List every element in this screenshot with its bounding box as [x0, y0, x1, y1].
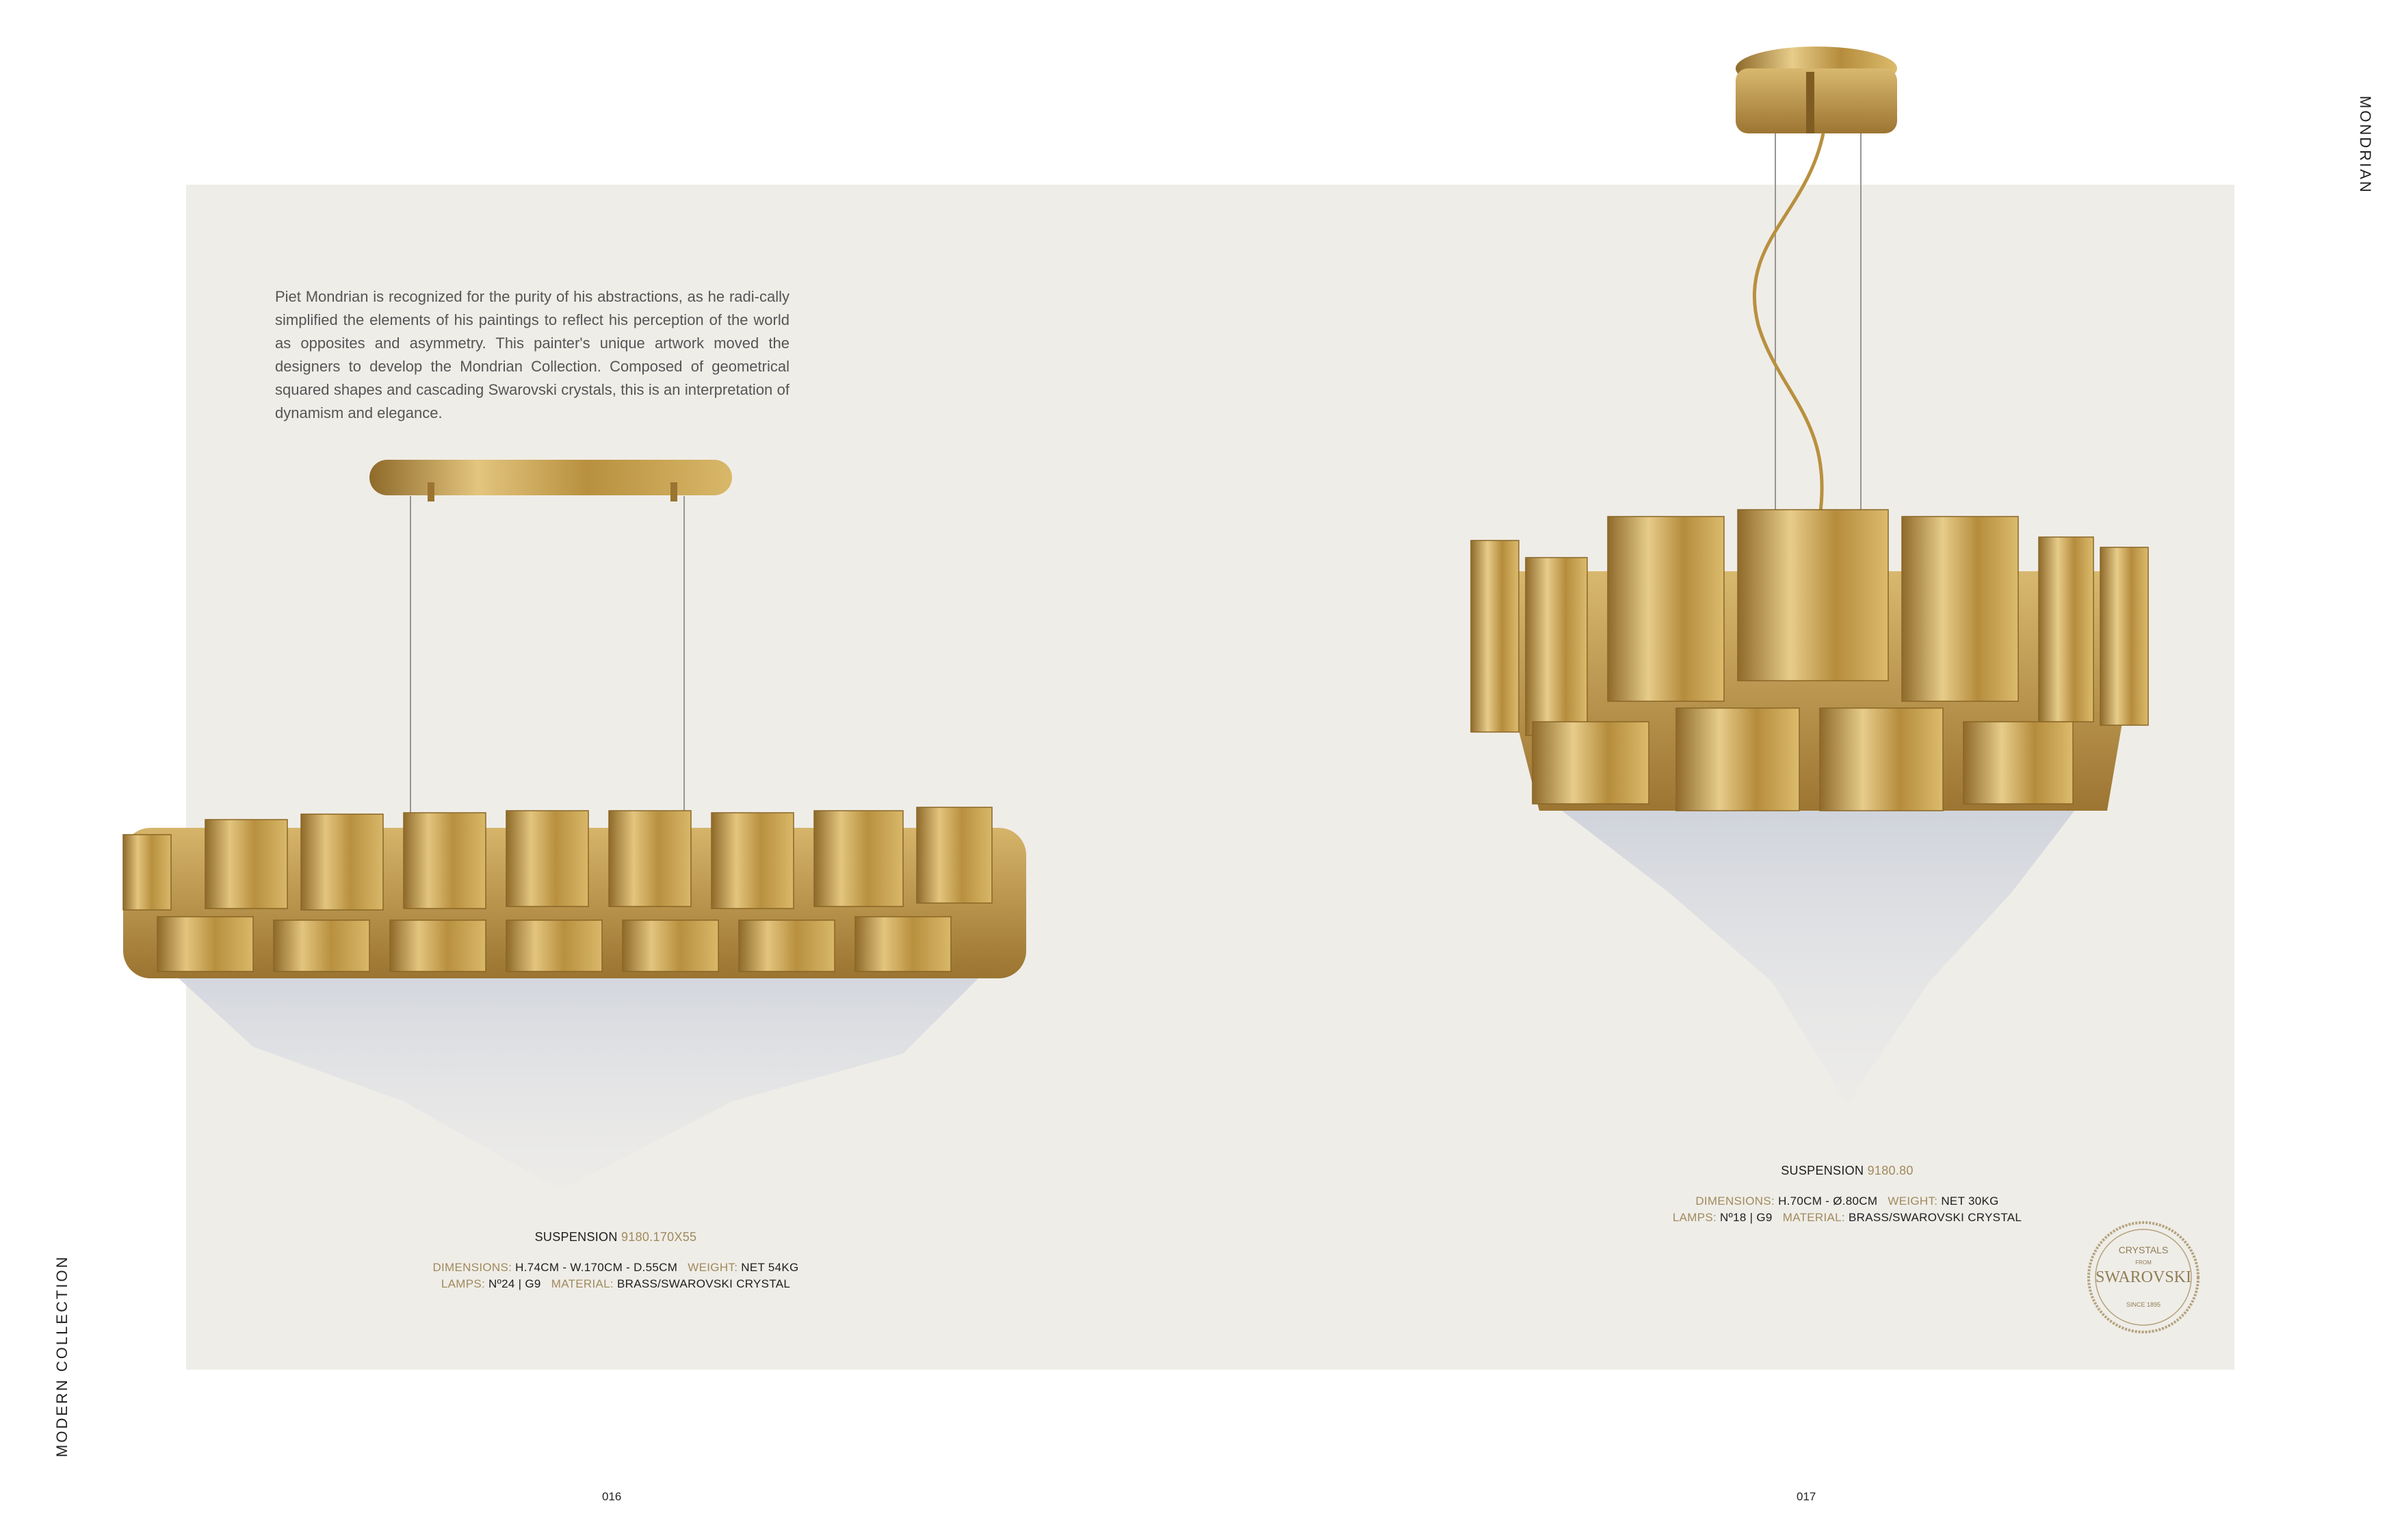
swarovski-crystals-badge-icon: CRYSTALS FROM SWAROVSKI SINCE 1895 [2087, 1221, 2199, 1333]
product-title-left: SUSPENSION 9180.170X55 [356, 1230, 876, 1244]
dimensions-value: H.74CM - W.170CM - D.55CM [515, 1261, 678, 1274]
spec-line-1: DIMENSIONS: H.70CM - Ø.80CM WEIGHT: NET … [1587, 1193, 2107, 1210]
lamps-value: Nº18 | G9 [1720, 1211, 1773, 1224]
product-code: 9180.170X55 [621, 1230, 697, 1244]
lamps-label: LAMPS: [441, 1277, 486, 1290]
spec-line-1: DIMENSIONS: H.74CM - W.170CM - D.55CM WE… [356, 1260, 876, 1276]
weight-label: WEIGHT: [1888, 1195, 1938, 1208]
badge-from-text: FROM [2135, 1260, 2152, 1266]
page-number-left: 016 [602, 1490, 622, 1503]
product-caption-left: SUSPENSION 9180.170X55 DIMENSIONS: H.74C… [356, 1230, 876, 1292]
intro-paragraph: Piet Mondrian is recognized for the puri… [275, 288, 789, 421]
weight-value: NET 54KG [741, 1261, 799, 1274]
product-code: 9180.80 [1867, 1164, 1914, 1177]
material-value: BRASS/SWAROVSKI CRYSTAL [1848, 1211, 2022, 1224]
dimensions-label: DIMENSIONS: [432, 1261, 512, 1274]
spec-line-2: LAMPS: Nº18 | G9 MATERIAL: BRASS/SWAROVS… [1587, 1210, 2107, 1226]
round-chandelier-image [1470, 47, 2149, 1105]
lamps-value: Nº24 | G9 [488, 1277, 541, 1290]
spec-line-2: LAMPS: Nº24 | G9 MATERIAL: BRASS/SWAROVS… [356, 1276, 876, 1292]
collection-name-vertical: MONDRIAN [2357, 96, 2374, 194]
lamps-label: LAMPS: [1672, 1211, 1717, 1224]
product-type: SUSPENSION [534, 1230, 618, 1244]
badge-since-text: SINCE 1895 [2126, 1301, 2161, 1308]
material-value: BRASS/SWAROVSKI CRYSTAL [616, 1277, 791, 1290]
dimensions-value: H.70CM - Ø.80CM [1778, 1195, 1878, 1208]
badge-top-text: CRYSTALS [2119, 1244, 2169, 1255]
dimensions-label: DIMENSIONS: [1695, 1195, 1775, 1208]
page-number-right: 017 [1797, 1490, 1816, 1503]
badge-brand-text: SWAROVSKI [2096, 1268, 2191, 1286]
linear-chandelier-image [122, 460, 1026, 1190]
weight-value: NET 30KG [1941, 1195, 1999, 1208]
product-title-right: SUSPENSION 9180.80 [1587, 1164, 2107, 1178]
product-type: SUSPENSION [1781, 1164, 1864, 1177]
collection-type-vertical: MODERN COLLECTION [53, 1255, 70, 1457]
material-label: MATERIAL: [551, 1277, 614, 1290]
product-caption-right: SUSPENSION 9180.80 DIMENSIONS: H.70CM - … [1587, 1164, 2107, 1226]
material-label: MATERIAL: [1782, 1211, 1845, 1224]
weight-label: WEIGHT: [688, 1261, 738, 1274]
